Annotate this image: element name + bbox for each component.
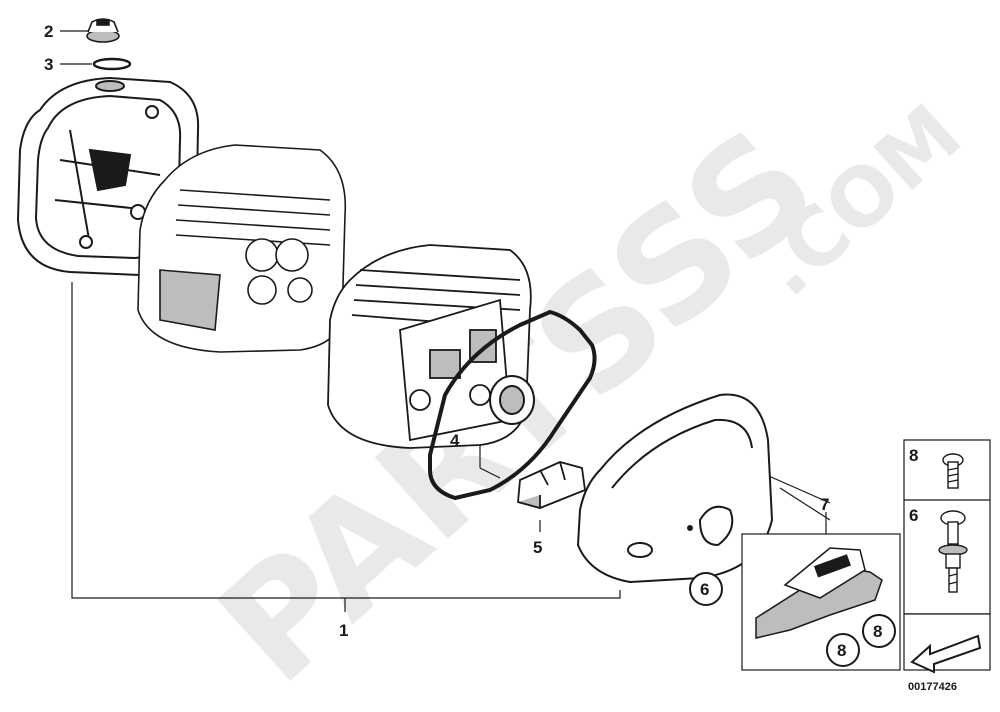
callout-1: 1 <box>339 621 348 640</box>
svg-text:6: 6 <box>700 580 709 599</box>
callout-6-circled: 6 <box>689 572 723 606</box>
callout-4: 4 <box>450 431 460 450</box>
gasket-part-4 <box>428 309 597 501</box>
drawing-number: 00177426 <box>908 681 957 693</box>
bolt-with-spacer-icon <box>938 510 968 593</box>
callouts: 2 3 4 5 7 1 8 6 <box>44 22 918 640</box>
seal-ring <box>489 375 535 425</box>
callout-2: 2 <box>44 22 53 41</box>
oring-part-3 <box>92 57 132 71</box>
detail-box-part-7 <box>741 533 901 671</box>
direction-arrow-icon <box>910 634 982 674</box>
legend-number-8: 8 <box>909 446 918 465</box>
callout-8-circled-a: 8 <box>862 614 896 648</box>
hardware-legend <box>903 439 991 674</box>
callout-8-circled-b: 8 <box>826 633 860 667</box>
rubber-block-part-5 <box>517 461 586 510</box>
callout-5: 5 <box>533 538 542 557</box>
cylinder-head <box>327 244 532 449</box>
cap-part-2 <box>86 18 120 43</box>
svg-text:8: 8 <box>837 641 846 660</box>
callout-7: 7 <box>820 495 829 514</box>
svg-text:8: 8 <box>873 622 882 641</box>
protective-cover <box>576 393 774 584</box>
legend-number-6: 6 <box>909 506 918 525</box>
circled-callouts: 6 8 8 <box>689 572 896 667</box>
bolt-icon <box>942 453 964 489</box>
callout-3: 3 <box>44 55 53 74</box>
cylinder-head-gasket <box>137 144 347 353</box>
